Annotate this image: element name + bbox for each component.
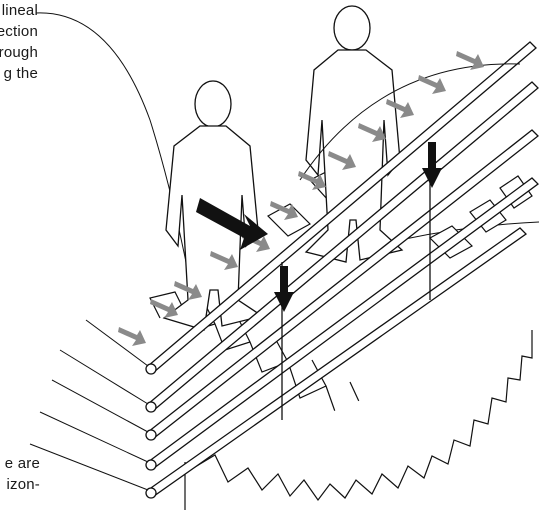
caption-top-line-1: lineal <box>0 0 38 21</box>
caption-bottom: e are izon- <box>0 453 40 495</box>
person-front-head <box>195 81 231 127</box>
gray-arrow-11 <box>418 75 446 94</box>
lead-in-lines <box>30 320 148 490</box>
caption-top-line-2: ection <box>0 21 38 42</box>
caption-bottom-line-1: e are <box>0 453 40 474</box>
caption-top-line-4: g the <box>0 63 38 84</box>
gray-arrow-1 <box>118 327 146 346</box>
leader-line-top <box>36 13 190 282</box>
caption-top-line-3: rough <box>0 42 38 63</box>
caption-bottom-line-2: izon- <box>0 474 40 495</box>
caption-top: lineal ection rough g the <box>0 0 38 84</box>
person-back-head <box>334 6 370 50</box>
stair-stringer <box>190 330 532 500</box>
